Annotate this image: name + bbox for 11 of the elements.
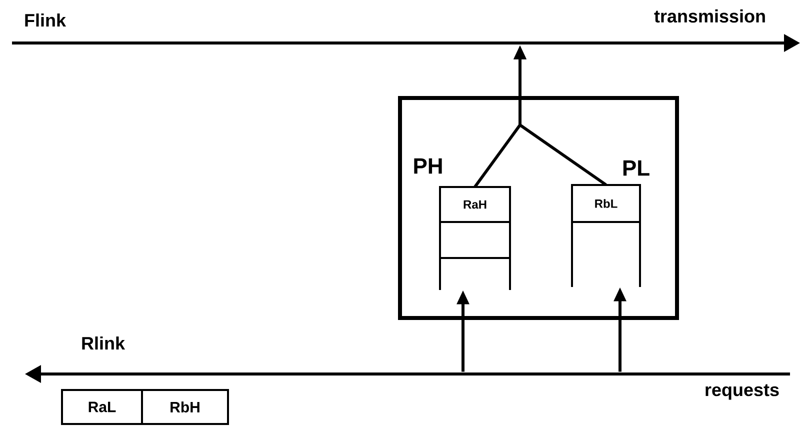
- cell-label: RbL: [595, 199, 618, 208]
- enclosure-box: [398, 96, 679, 320]
- packet-box: RaL: [61, 389, 143, 425]
- link-label: requests: [706, 384, 779, 400]
- queue-label: PL: [623, 160, 650, 176]
- packet-box: RbH: [141, 389, 229, 425]
- link-label: Rlink: [82, 336, 126, 350]
- link-label: Flink: [25, 13, 66, 27]
- queue-label: PH: [414, 158, 442, 174]
- link-label: transmission: [654, 9, 765, 23]
- cell-label: RaH: [464, 200, 486, 209]
